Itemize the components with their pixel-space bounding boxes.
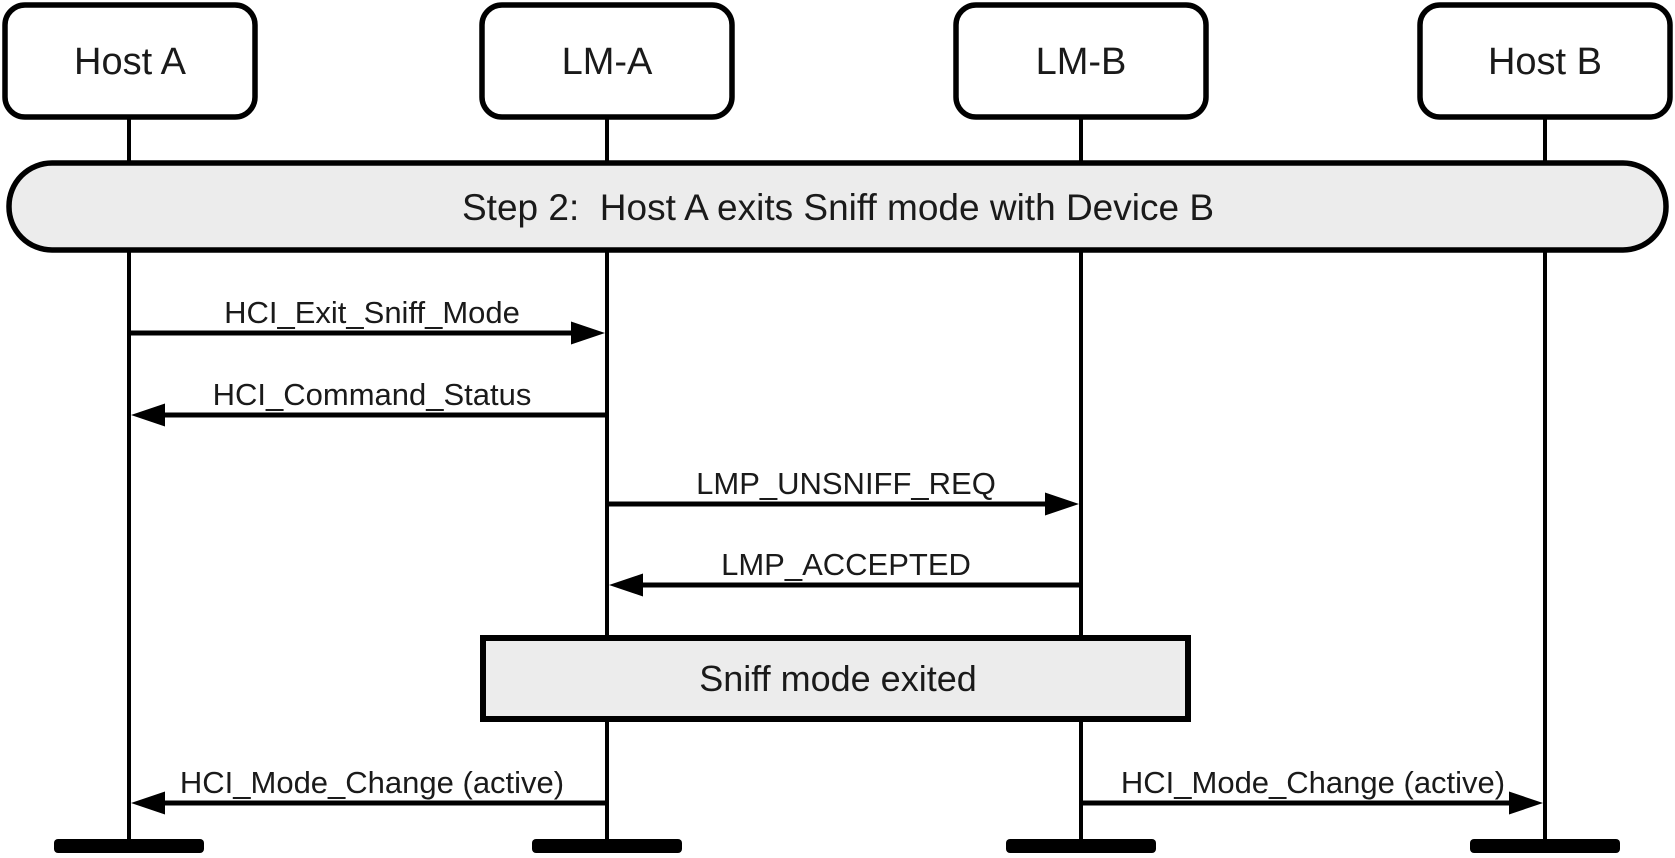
terminator-bar-host-b [1470, 839, 1620, 853]
message-hci-mode-change-right: HCI_Mode_Change (active) [1081, 765, 1543, 815]
actor-label-host-b: Host B [1488, 41, 1602, 83]
step-banner: Step 2: Host A exits Sniff mode with Dev… [6, 160, 1669, 253]
message-label-hci-command-status: HCI_Command_Status [213, 377, 532, 412]
message-label-hci-mode-change-left: HCI_Mode_Change (active) [180, 765, 564, 800]
step-banner-label: Step 2: Host A exits Sniff mode with Dev… [462, 187, 1214, 228]
arrowhead-left-icon [131, 403, 165, 427]
message-lmp-unsniff-req: LMP_UNSNIFF_REQ [607, 466, 1079, 516]
message-hci-mode-change-left: HCI_Mode_Change (active) [131, 765, 607, 815]
actor-label-host-a: Host A [74, 41, 187, 83]
terminator-bar-lm-b [1006, 839, 1156, 853]
message-label-hci-mode-change-right: HCI_Mode_Change (active) [1121, 765, 1505, 800]
message-label-hci-exit-sniff-mode: HCI_Exit_Sniff_Mode [224, 295, 520, 330]
arrowhead-left-icon [131, 791, 165, 815]
arrowhead-right-icon [1509, 791, 1543, 815]
message-hci-command-status: HCI_Command_Status [131, 377, 607, 427]
arrowhead-left-icon [609, 573, 643, 597]
message-lmp-accepted: LMP_ACCEPTED [609, 547, 1081, 597]
terminator-bar-lm-a [532, 839, 682, 853]
note-box-sniff-mode-exited: Sniff mode exited [480, 635, 1191, 722]
actor-label-lm-b: LM-B [1036, 41, 1127, 83]
actor-label-lm-a: LM-A [562, 41, 653, 83]
message-label-lmp-accepted: LMP_ACCEPTED [721, 547, 971, 582]
actor-box-host-a: Host A [2, 2, 258, 120]
message-hci-exit-sniff-mode: HCI_Exit_Sniff_Mode [129, 295, 605, 345]
actor-box-lm-a: LM-A [479, 2, 735, 120]
arrowhead-right-icon [571, 321, 605, 345]
actor-box-lm-b: LM-B [953, 2, 1209, 120]
arrowhead-right-icon [1045, 492, 1079, 516]
actor-box-host-b: Host B [1417, 2, 1673, 120]
terminator-bar-host-a [54, 839, 204, 853]
message-label-lmp-unsniff-req: LMP_UNSNIFF_REQ [696, 466, 996, 501]
note-label: Sniff mode exited [699, 658, 977, 699]
